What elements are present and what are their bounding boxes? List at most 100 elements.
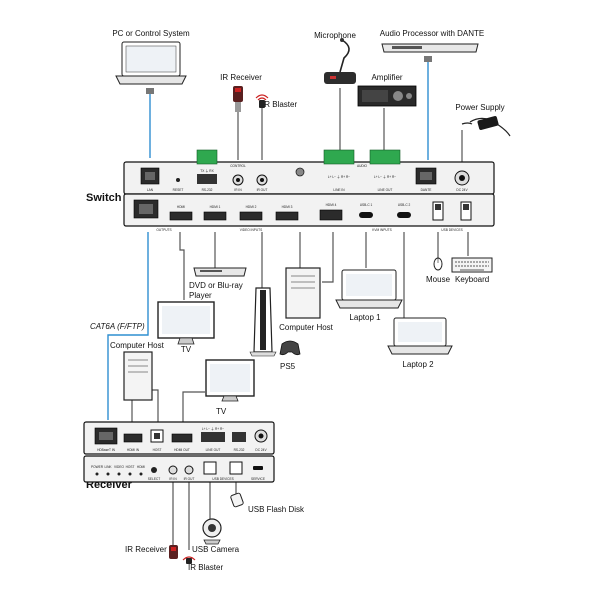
switch-kvm-inputs-text: KVM INPUTS xyxy=(372,228,391,232)
switch-line-in-terminal[interactable] xyxy=(323,149,355,165)
receiver-video-led-text: VIDEO xyxy=(114,465,124,469)
receiver-hdbaset-text: HDBaseT IN xyxy=(97,448,116,452)
receiver-select-text: SELECT xyxy=(148,477,160,481)
switch-reset-button[interactable] xyxy=(176,178,180,182)
switch-rs232-terminal[interactable] xyxy=(196,149,218,165)
cable-comp1-usb xyxy=(322,232,334,283)
switch-hdmi4-text: HDMI 4 xyxy=(326,203,337,207)
switch-line-out-terminal[interactable] xyxy=(369,149,401,165)
ir-blaster-top-label: IR Blaster xyxy=(262,100,297,109)
mouse-icon xyxy=(433,257,443,271)
receiver-usb-devices-text: USB DEVICES xyxy=(212,477,233,481)
switch-hdmi2-text: HDMI 2 xyxy=(246,205,257,209)
laptop1-label: Laptop 1 xyxy=(349,313,381,322)
switch-usbc1-text: USB-C 1 xyxy=(360,203,373,207)
receiver-ir-out-jack[interactable] xyxy=(184,465,194,475)
computer-host1-label: Computer Host xyxy=(279,323,334,332)
usb-camera-label: USB Camera xyxy=(192,545,240,554)
receiver-service-port[interactable] xyxy=(253,466,263,470)
usb-flash-disk-icon xyxy=(230,492,244,508)
receiver-host-text: HOST xyxy=(153,448,162,452)
laptop1-icon xyxy=(335,269,403,309)
microphone-label: Microphone xyxy=(314,31,356,40)
switch-ir-in-text: IR IN xyxy=(234,188,242,192)
pc-rj45-plug xyxy=(146,88,154,94)
computer-host1-icon xyxy=(285,267,321,319)
switch-hdmi2-port[interactable] xyxy=(239,211,263,221)
tv1-label: TV xyxy=(181,345,192,354)
switch-usb-a1-port[interactable] xyxy=(432,201,444,221)
dvd-label: DVD or Blu-ray xyxy=(189,281,243,290)
receiver-service-text: SERVICE xyxy=(251,477,265,481)
switch-usbc2-port[interactable] xyxy=(397,212,411,218)
switch-dc-text: DC 24V xyxy=(456,188,468,192)
audio-processor-icon xyxy=(381,43,479,53)
ir-blaster-top-icon xyxy=(255,94,269,108)
cable-tv2 xyxy=(182,391,205,422)
switch-rs232-text: RS-232 xyxy=(202,188,213,192)
switch-ir-out-text: IR OUT xyxy=(257,188,268,192)
cable-comp2-usb xyxy=(150,389,159,422)
tv2-label: TV xyxy=(216,407,227,416)
receiver-rs232-terminal[interactable] xyxy=(232,432,246,442)
switch-hdmi4-port[interactable] xyxy=(319,209,343,221)
switch-label: Switch xyxy=(86,192,122,204)
switch-usb-devices-text: USB DEVICES xyxy=(441,228,462,232)
switch-usbc1-port[interactable] xyxy=(359,212,373,218)
ir-receiver-top-icon xyxy=(233,86,243,112)
pc-laptop xyxy=(115,41,187,85)
ir-receiver-bottom-icon xyxy=(169,545,178,559)
switch-hdmi3-port[interactable] xyxy=(275,211,299,221)
switch-hdmi1-port[interactable] xyxy=(203,211,227,221)
microphone-icon xyxy=(324,38,356,84)
switch-line-out-text: LINE OUT xyxy=(378,188,393,192)
switch-outputs-text: OUTPUTS xyxy=(156,228,171,232)
ir-blaster-bottom-icon xyxy=(182,556,196,564)
cables xyxy=(107,58,469,550)
switch-hdmi-out-text: HDMI xyxy=(177,205,185,209)
usb-camera-icon xyxy=(202,518,222,545)
switch-usb-a2-port[interactable] xyxy=(460,201,472,221)
receiver-usb-a1-port[interactable] xyxy=(203,461,217,475)
receiver-power-led-text: POWER xyxy=(91,465,104,469)
receiver-hdmi-out-text: HDMI OUT xyxy=(174,448,190,452)
power-supply-label: Power Supply xyxy=(455,103,504,112)
receiver-front-panel: POWER LINK VIDEO HOST HDMI SELECT IR IN … xyxy=(83,455,275,483)
receiver-select-button[interactable] xyxy=(151,467,157,473)
ir-receiver-bottom-label: IR Receiver xyxy=(125,545,167,554)
switch-hdmi-out-port[interactable] xyxy=(169,211,193,221)
receiver-line-out-text: LINE OUT xyxy=(206,448,221,452)
power-supply-icon xyxy=(461,116,511,137)
ir-blaster-bottom-label: IR Blaster xyxy=(188,563,223,572)
receiver-hdmi-out-port[interactable] xyxy=(171,433,193,443)
receiver-hdmi-in-port[interactable] xyxy=(123,433,143,443)
switch-line-out-lr-text: L+ L− ⏚ R+ R− xyxy=(374,174,396,179)
switch-txrx-text: TX ⏚ RX xyxy=(200,168,214,173)
laptop2-icon xyxy=(387,317,453,355)
receiver-ir-in-jack[interactable] xyxy=(168,465,178,475)
switch-reset-text: RESET xyxy=(173,188,184,192)
switch-hdmi3-text: HDMI 3 xyxy=(282,205,293,209)
receiver-usb-a2-port[interactable] xyxy=(229,461,243,475)
usb-flash-label: USB Flash Disk xyxy=(248,505,305,514)
switch-front-panel: HDMI OUTPUTS HDMI 1 HDMI 2 HDMI 3 VIDEO … xyxy=(123,193,495,232)
receiver-link-led-text: LINK xyxy=(104,465,112,469)
mouse-label: Mouse xyxy=(426,275,451,284)
receiver-line-out-lr-text: L+ L− ⏚ R+ R− xyxy=(202,426,224,431)
pc-label: PC or Control System xyxy=(112,29,190,38)
receiver-rear-panel: HDBaseT IN HDMI IN HOST HDMI OUT L+ L− ⏚… xyxy=(83,421,275,455)
switch-line-in-lr-text: L+ L− ⏚ R+ R− xyxy=(328,174,350,179)
receiver-line-out-terminal[interactable] xyxy=(201,432,225,442)
tv2-icon xyxy=(205,359,255,402)
receiver-ir-out-text: IR OUT xyxy=(184,477,195,481)
switch-dante-text: DANTE xyxy=(421,188,432,192)
amplifier-icon xyxy=(357,85,417,107)
laptop2-label: Laptop 2 xyxy=(402,360,434,369)
switch-line-in-text: LINE IN xyxy=(333,188,345,192)
switch-rear-panel: LAN RESET TX ⏚ RX RS-232 CONTROL IR IN I… xyxy=(123,149,495,195)
switch-lan-text: LAN xyxy=(147,188,154,192)
dvd-label-line2: Player xyxy=(189,291,212,300)
receiver-hdmi-in-text: HDMI IN xyxy=(127,448,140,452)
receiver-rs232-text: RS-232 xyxy=(234,448,245,452)
